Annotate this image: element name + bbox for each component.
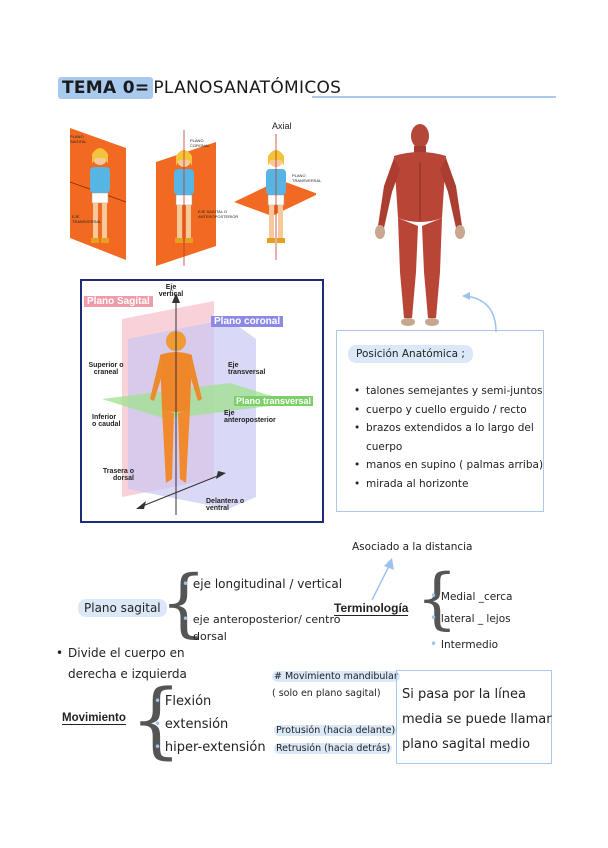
- list-item: • Flexión: [154, 694, 212, 709]
- label-superior: Superior o craneal: [88, 362, 124, 376]
- list-item: •mirada al horizonte: [354, 477, 469, 490]
- list-item: •talones semejantes y semi-juntos: [354, 385, 543, 397]
- label-eje-ap: Eje anteroposterior: [224, 410, 276, 424]
- terminologia-brace: {: [416, 560, 458, 637]
- eje-sagital-small: EJE SAGITAL O ANTEROPOSTERIOR: [198, 209, 239, 219]
- label-eje-transversal: Eje transversal: [228, 362, 266, 376]
- terminologia-label: Terminología: [334, 601, 409, 616]
- figure-sagital: [90, 148, 110, 243]
- movimiento-list: • Flexión • extensión • hiper-extensión: [154, 690, 266, 759]
- plano-sagital-small: PLANO SAGITAL: [70, 134, 87, 144]
- label-plano-transversal: Plano transversal: [234, 396, 314, 406]
- eje-transversal-small: EJE TRANSVERSAL: [72, 214, 102, 224]
- label-plano-sagital: Plano Sagital: [84, 296, 153, 307]
- label-plano-coronal: Plano coronal: [211, 316, 284, 327]
- terminologia-list: • Medial _cerca • lateral _ lejos • Inte…: [430, 586, 512, 656]
- planes-illustration: [69, 128, 316, 266]
- list-item: • hiper-extensión: [154, 740, 266, 755]
- planos-label: PLANOSANATÓMICOS: [153, 78, 342, 98]
- movimiento-brace: {: [130, 673, 183, 768]
- list-item: • lateral _ lejos: [430, 611, 511, 625]
- axial-label: Axial: [272, 121, 292, 131]
- protusion-block: Protusión (hacia delante) Retrusión (hac…: [274, 725, 398, 754]
- list-item: •cuerpo y cuello erguido / recto: [354, 403, 527, 416]
- posicion-title: Posición Anatómica ;: [348, 345, 473, 363]
- note-box: [396, 670, 552, 764]
- arrow-up-icon: [371, 558, 394, 601]
- asociado-distancia: Asociado a la distancia: [352, 541, 473, 553]
- eje-anteroposterior: • eje anteroposterior/ centro dorsal: [182, 612, 341, 643]
- plano-sagital-label: Plano sagital: [78, 599, 167, 617]
- tema-label: TEMA 0=: [58, 77, 154, 99]
- mandibular-block: # Movimiento mandibular ( solo en plano …: [272, 671, 400, 699]
- posicion-box: [336, 330, 544, 512]
- eje-longitudinal: • eje longitudinal / vertical: [182, 577, 343, 591]
- list-item: •manos en supino ( palmas arriba): [354, 459, 544, 471]
- plano-sagital-brace: {: [160, 560, 208, 646]
- movimiento-label: Movimiento: [62, 712, 126, 725]
- title-underline: [312, 96, 556, 98]
- muscle-figure: [375, 124, 465, 326]
- list-item: • Medial _cerca: [430, 589, 513, 603]
- label-inferior: Inferior o caudal: [92, 414, 121, 428]
- page-title: TEMA 0=PLANOSANATÓMICOS: [58, 77, 342, 99]
- posicion-list: •talones semejantes y semi-juntos •cuerp…: [354, 382, 543, 493]
- plano-coronal-small: PLANO CORONAL: [190, 138, 210, 148]
- curved-arrow-icon: [462, 292, 497, 333]
- list-item: cuerpo: [366, 440, 403, 453]
- label-trasera: Trasera o dorsal: [102, 468, 134, 482]
- list-item: • extensión: [154, 717, 229, 732]
- list-item: •brazos extendidos a lo largo del: [354, 422, 534, 434]
- list-item: • Intermedio: [430, 637, 499, 651]
- label-delantera: Delantera o ventral: [206, 498, 245, 512]
- divide-cuerpo: •Divide el cuerpo en derecha e izquierda: [56, 646, 187, 681]
- note-text: Si pasa por la línea media se puede llam…: [402, 687, 552, 752]
- label-eje-vertical: Eje vertical: [158, 284, 184, 298]
- plano-transversal-small: PLANO TRANSVERSAL: [292, 173, 322, 183]
